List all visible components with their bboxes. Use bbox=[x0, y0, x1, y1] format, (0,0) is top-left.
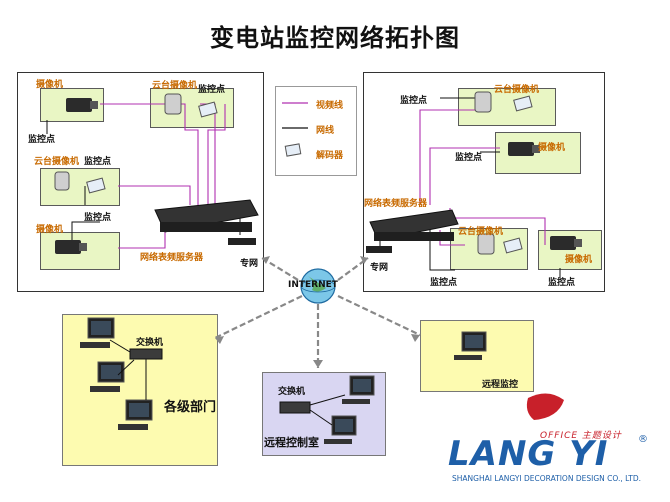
right-camera2-label: 摄像机 bbox=[565, 255, 593, 265]
dept-switch-label: 交换机 bbox=[136, 338, 164, 348]
right-monitor4-label: 监控点 bbox=[548, 278, 576, 288]
logo-office-text: OFFICE 主题设计 bbox=[540, 431, 622, 441]
computer-icon bbox=[90, 361, 125, 392]
left-ptz-camera2-label: 云台摄像机 bbox=[34, 157, 80, 167]
departments-label: 各级部门 bbox=[164, 400, 217, 415]
camera-icon bbox=[55, 240, 81, 254]
leaf-logo-icon bbox=[526, 393, 564, 420]
logo-company-name: SHANGHAI LANGYI DECORATION DESIGN CO., L… bbox=[452, 474, 641, 483]
right-camera1-label: 摄像机 bbox=[538, 143, 566, 153]
right-ptz-camera1-label: 云台摄像机 bbox=[494, 85, 540, 95]
ptz-camera-icon bbox=[54, 171, 70, 191]
legend-video-line-label: 视频线 bbox=[316, 101, 344, 111]
left-ptz-camera1-label: 云台摄像机 bbox=[152, 81, 198, 91]
switch-icon bbox=[279, 401, 311, 414]
computer-icon bbox=[80, 317, 115, 348]
left-monitor4-label: 监控点 bbox=[84, 213, 112, 223]
left-monitor3-label: 监控点 bbox=[84, 157, 112, 167]
left-camera1-label: 摄像机 bbox=[36, 80, 64, 90]
switch-icon bbox=[129, 348, 163, 360]
network-hub-icon bbox=[228, 238, 256, 245]
right-dedicated-net-label: 专网 bbox=[370, 263, 389, 273]
remote-monitor-label: 远程监控 bbox=[482, 380, 519, 390]
left-dedicated-net-label: 专网 bbox=[240, 259, 259, 269]
right-monitor3-label: 监控点 bbox=[430, 278, 458, 288]
departments-box bbox=[62, 314, 218, 466]
ptz-camera-icon bbox=[477, 233, 495, 255]
right-server-label: 网络表频服务器 bbox=[364, 199, 428, 209]
camera-icon bbox=[508, 142, 534, 156]
left-monitor1-label: 监控点 bbox=[28, 135, 56, 145]
internet-label: INTERNET bbox=[288, 280, 338, 290]
right-ptz-camera2-label: 云台摄像机 bbox=[458, 227, 504, 237]
right-monitor2-label: 监控点 bbox=[455, 153, 483, 163]
logo-registered-mark: ® bbox=[638, 434, 648, 445]
computer-icon bbox=[118, 399, 153, 430]
camera-icon bbox=[550, 236, 576, 250]
legend bbox=[275, 86, 357, 176]
legend-decoder-label: 解码器 bbox=[316, 151, 344, 161]
remote-room-switch-label: 交换机 bbox=[278, 387, 306, 397]
right-monitor1-label: 监控点 bbox=[400, 96, 428, 106]
camera-icon bbox=[66, 98, 92, 112]
left-camera2-label: 摄像机 bbox=[36, 225, 64, 235]
computer-icon bbox=[454, 331, 487, 360]
network-hub-icon bbox=[366, 246, 392, 253]
logo-brand: LANG YI bbox=[448, 434, 609, 474]
ptz-camera-box-left-1 bbox=[150, 88, 234, 128]
legend-network-line-label: 网线 bbox=[316, 126, 335, 136]
computer-icon bbox=[342, 375, 375, 404]
remote-room-label: 远程控制室 bbox=[264, 436, 319, 449]
ptz-camera-box-left-2 bbox=[40, 168, 120, 206]
computer-icon bbox=[324, 415, 357, 444]
page-title: 变电站监控网络拓扑图 bbox=[210, 23, 460, 52]
ptz-camera-icon bbox=[164, 93, 182, 115]
left-server-label: 网络表频服务器 bbox=[140, 253, 204, 263]
ptz-camera-icon bbox=[474, 91, 492, 113]
ptz-camera-box-right-1 bbox=[458, 88, 556, 126]
left-monitor2-label: 监控点 bbox=[198, 85, 226, 95]
